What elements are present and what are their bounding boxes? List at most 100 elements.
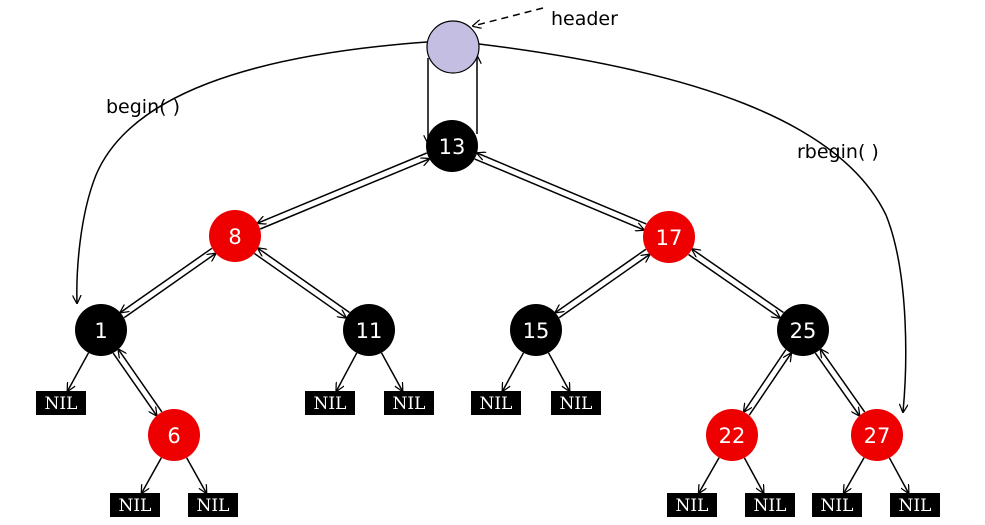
header-node [426,20,480,74]
diagram-labels: header begin( ) rbegin( ) [106,8,879,163]
nil-box [36,391,86,415]
nil-text: NIL [821,496,854,516]
child-link-n1-n6 [112,352,156,415]
tree-node-17: 17 [643,211,695,263]
nil-box [667,493,717,517]
nil-leaf: NIL [551,391,601,415]
child-link-n8-n1 [120,247,213,312]
tree-node-22: 22 [706,409,758,461]
nil-link-nil15R [547,352,569,391]
parent-link-n6-n1 [118,350,163,413]
node-circle [851,409,903,461]
nil-link-nil11L [336,352,358,391]
nil-link-nil6L [142,457,163,493]
nil-leaf: NIL [305,391,355,415]
rbegin-label: rbegin( ) [797,141,879,163]
nil-leaf: NIL [745,493,795,517]
rbegin-arrow [478,43,906,412]
tree-node-15: 15 [510,304,562,356]
nil-text: NIL [676,496,709,516]
node-key: 1 [94,319,107,343]
nil-link-nil6R [185,457,207,493]
node-circle [343,304,395,356]
begin-label: begin( ) [106,96,180,118]
child-link-n17-n25 [688,253,780,317]
nil-box [551,391,601,415]
nil-text: NIL [119,496,152,516]
begin-arrow [77,41,428,303]
nil-text: NIL [393,394,426,414]
child-link-n8-n11 [254,252,345,318]
nil-box [305,391,355,415]
nil-link-nil27L [844,457,865,493]
nil-leaf: NIL [812,493,862,517]
nil-box [110,493,160,517]
nil-text: NIL [314,394,347,414]
child-link-n13-n17 [474,158,644,230]
nil-leaf: NIL [384,391,434,415]
tree-node-13: 13 [426,120,478,172]
child-link-n25-n22 [744,349,787,412]
nil-leaf: NIL [110,493,160,517]
parent-link-n11-n8 [258,248,350,314]
parent-link-n17-n13 [477,153,647,225]
nil-text: NIL [560,394,593,414]
node-key: 6 [167,424,180,448]
tree-node-6: 6 [148,409,200,461]
nil-link-nil27R [888,457,908,493]
nil-text: NIL [754,496,787,516]
node-key: 15 [523,319,550,343]
node-circle [75,304,127,356]
node-key: 11 [356,319,383,343]
nil-link-nil1L [68,352,90,391]
header-pointer-arrow [473,7,544,26]
nil-link-nil11R [380,352,402,391]
nil-leaf: NIL [471,391,521,415]
nil-leaf: NIL [890,493,940,517]
node-key: 25 [790,319,817,343]
child-link-n13-n8 [258,152,428,223]
child-link-n25-n27 [814,352,859,415]
node-key: 17 [656,226,683,250]
nil-box [745,493,795,517]
node-circle [777,304,829,356]
tree-node-25: 25 [777,304,829,356]
nil-box [471,391,521,415]
parent-link-n15-n17 [558,255,649,319]
tree-node-11: 11 [343,304,395,356]
nil-box [890,493,940,517]
node-circle [706,409,758,461]
nil-text: NIL [899,496,932,516]
tree-node-8: 8 [209,210,261,262]
node-key: 13 [439,135,466,159]
node-key: 27 [864,424,891,448]
nil-link-nil15L [503,352,525,391]
nil-link-nil22L [699,457,720,493]
nil-link-nil22R [743,457,763,493]
tree-node-1: 1 [75,304,127,356]
tree-node-27: 27 [851,409,903,461]
node-circle [209,210,261,262]
tree-edges [68,153,909,493]
nil-box [188,493,238,517]
node-key: 22 [719,424,746,448]
iterator-arrows [77,7,906,412]
nil-box [812,493,862,517]
nil-leaf: NIL [188,493,238,517]
nil-text: NIL [45,394,78,414]
child-link-n17-n15 [555,248,647,312]
parent-link-n27-n25 [821,349,866,413]
header-label: header [551,8,618,30]
node-circle [426,120,478,172]
nil-box [384,391,434,415]
node-circle [148,409,200,461]
parent-link-n22-n25 [748,353,791,416]
nil-text: NIL [197,496,230,516]
parent-link-n8-n13 [259,159,429,230]
node-key: 8 [228,225,241,249]
parent-link-n1-n8 [123,254,215,319]
node-circle [510,304,562,356]
parent-link-n25-n17 [692,249,784,314]
